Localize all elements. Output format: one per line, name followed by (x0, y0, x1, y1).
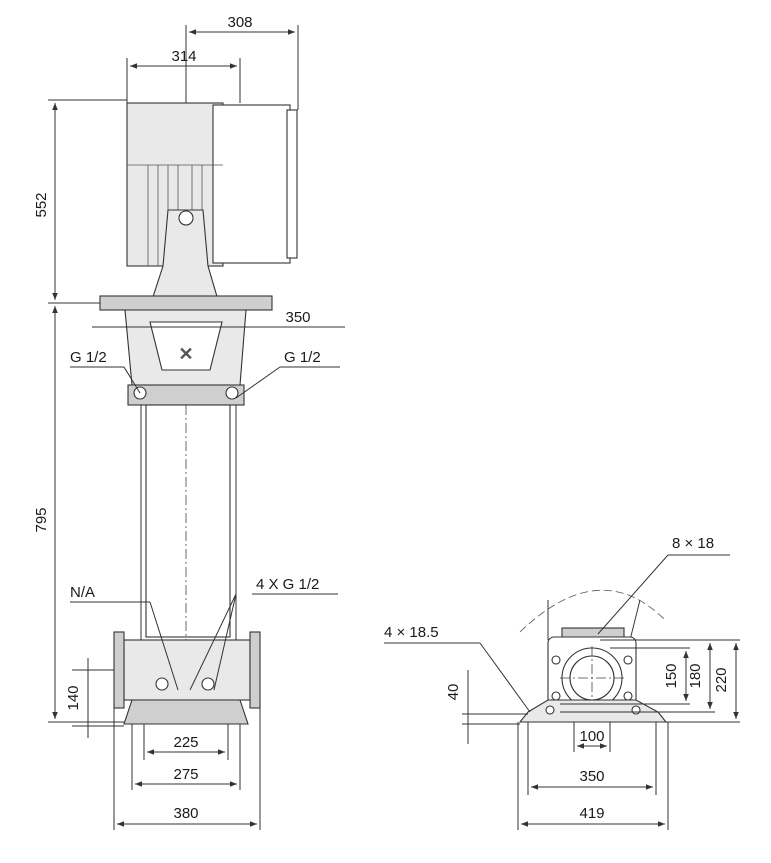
flange-right (249, 631, 261, 709)
callout-4xg: 4 X G 1/2 (256, 576, 319, 593)
motor-flange (99, 295, 273, 311)
dim-380: 380 (173, 805, 198, 822)
dim-220: 220 (713, 667, 730, 692)
motor-outline (519, 589, 666, 633)
dim-40: 40 (445, 684, 462, 701)
bolt-hole (551, 655, 561, 665)
callout-8x18: 8 × 18 (672, 535, 714, 552)
bolt-hole (623, 655, 633, 665)
side-view (518, 589, 668, 723)
drain-plug-right (201, 677, 215, 691)
dim-100: 100 (579, 728, 604, 745)
dim-140: 140 (65, 685, 82, 710)
front-callouts: G 1/2 G 1/2 N/A 4 X G 1/2 (70, 349, 340, 691)
pump-head-window (149, 321, 223, 371)
vent-plug-right (225, 386, 239, 400)
dim-350-base: 350 (579, 768, 604, 785)
dim-225: 225 (173, 734, 198, 751)
coupling-bolt (178, 210, 194, 226)
side-callouts: 8 × 18 4 × 18.5 (384, 535, 730, 713)
callout-na: N/A (70, 584, 95, 601)
drain-plug-left (155, 677, 169, 691)
dim-419: 419 (579, 805, 604, 822)
side-base (518, 699, 668, 723)
dim-275: 275 (173, 766, 198, 783)
bolt-hole (551, 691, 561, 701)
dim-795: 795 (33, 507, 50, 532)
pump-sleeve (145, 404, 231, 638)
motor-terminal-box (212, 104, 291, 264)
base-foot (123, 699, 249, 725)
front-dimensions: 314 308 552 795 350 140 225 275 (33, 14, 345, 830)
callout-g-right: G 1/2 (284, 349, 321, 366)
side-dimensions: 150 180 220 40 100 350 419 (445, 639, 740, 830)
bolt-hole (623, 691, 633, 701)
dim-350-flange: 350 (285, 309, 310, 326)
callout-g-left: G 1/2 (70, 349, 107, 366)
dim-180: 180 (687, 663, 704, 688)
dim-308: 308 (227, 14, 252, 31)
brand-logo-icon: ✕ (178, 344, 193, 364)
terminal-box-lid (286, 109, 298, 259)
callout-4x18-5: 4 × 18.5 (384, 624, 439, 641)
dim-552: 552 (33, 192, 50, 217)
dim-314: 314 (171, 48, 196, 65)
flange-left (113, 631, 125, 709)
pump-base (123, 639, 251, 701)
dim-150: 150 (663, 663, 680, 688)
front-view: ✕ (99, 102, 298, 725)
